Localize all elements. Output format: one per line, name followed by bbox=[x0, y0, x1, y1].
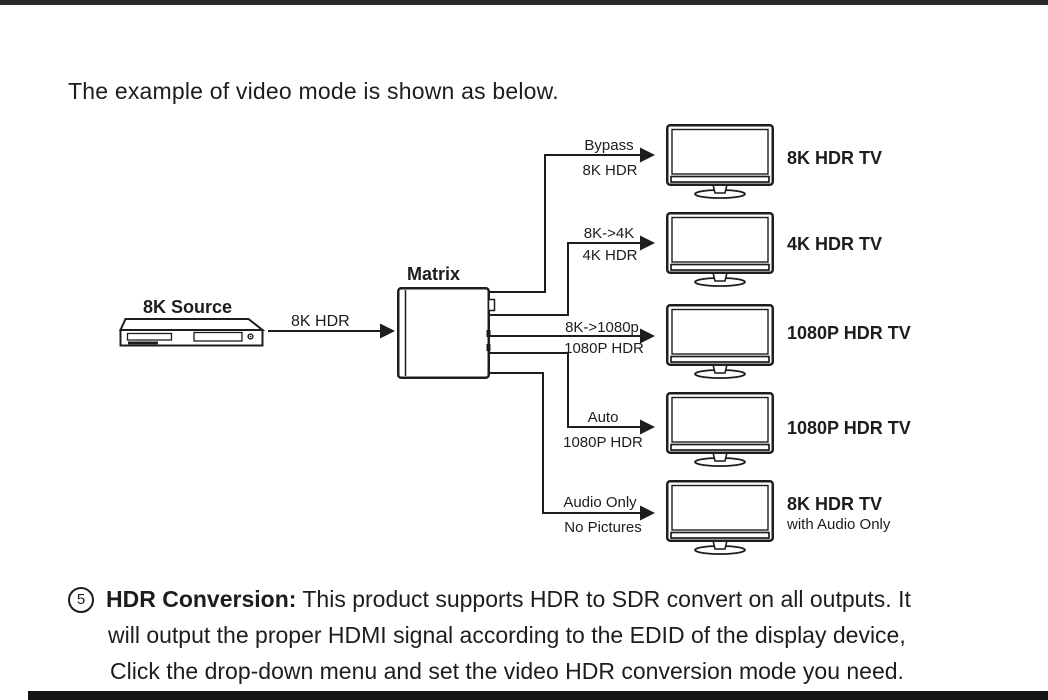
tv-label-5: 8K HDR TV bbox=[787, 494, 882, 514]
mode-label-4k: 8K->4K bbox=[584, 225, 634, 242]
mode-label-auto: Auto bbox=[588, 409, 619, 426]
matrix-port-nub bbox=[486, 330, 491, 337]
wire-auto bbox=[490, 352, 655, 435]
source-signal-label: 8K HDR bbox=[291, 313, 350, 330]
tv-icon-5 bbox=[666, 480, 774, 556]
wire-bypass bbox=[490, 147, 655, 293]
note-line-3: Click the drop-down menu and set the vid… bbox=[110, 658, 904, 684]
signal-label-bypass: 8K HDR bbox=[582, 162, 637, 179]
tv-icon-2 bbox=[666, 212, 774, 288]
source-device-icon bbox=[118, 318, 266, 347]
note-line-1: HDR Conversion: This product supports HD… bbox=[106, 588, 911, 611]
tv-label-2: 4K HDR TV bbox=[787, 234, 882, 254]
bottom-window-edge bbox=[28, 691, 1048, 700]
wire-8k-to-4k bbox=[490, 235, 655, 316]
matrix-label: Matrix bbox=[407, 264, 460, 284]
note-line-2: will output the proper HDMI signal accor… bbox=[108, 622, 906, 648]
signal-label-audio: No Pictures bbox=[564, 519, 642, 536]
mode-label-1080p: 8K->1080p bbox=[565, 319, 639, 336]
matrix-box bbox=[397, 287, 496, 379]
note-line-1-text: This product supports HDR to SDR convert… bbox=[296, 586, 911, 612]
matrix-port bbox=[487, 298, 496, 312]
note-heading: HDR Conversion: bbox=[106, 586, 297, 612]
matrix-port-nub bbox=[486, 344, 491, 351]
source-label: 8K Source bbox=[143, 297, 232, 317]
note-number-badge: 5 bbox=[68, 587, 94, 613]
source-to-matrix-arrow bbox=[268, 323, 395, 339]
signal-label-1080p: 1080P HDR bbox=[564, 340, 644, 357]
tv-label-1: 8K HDR TV bbox=[787, 148, 882, 168]
tv-sublabel-5: with Audio Only bbox=[786, 516, 891, 533]
mode-label-audio: Audio Only bbox=[563, 494, 637, 511]
mode-label-bypass: Bypass bbox=[584, 137, 633, 154]
note-number: 5 bbox=[76, 591, 86, 608]
figure-caption: The example of video mode is shown as be… bbox=[68, 78, 559, 104]
tv-icon-1 bbox=[666, 124, 774, 200]
tv-label-3: 1080P HDR TV bbox=[787, 323, 911, 343]
wire-8k-to-1080p bbox=[490, 328, 655, 344]
top-window-edge bbox=[0, 0, 1048, 5]
tv-icon-4 bbox=[666, 392, 774, 468]
wire-audio-only bbox=[490, 372, 655, 521]
tv-icon-3 bbox=[666, 304, 774, 380]
signal-label-auto: 1080P HDR bbox=[563, 434, 643, 451]
tv-label-4: 1080P HDR TV bbox=[787, 418, 911, 438]
signal-label-4k: 4K HDR bbox=[582, 247, 637, 264]
